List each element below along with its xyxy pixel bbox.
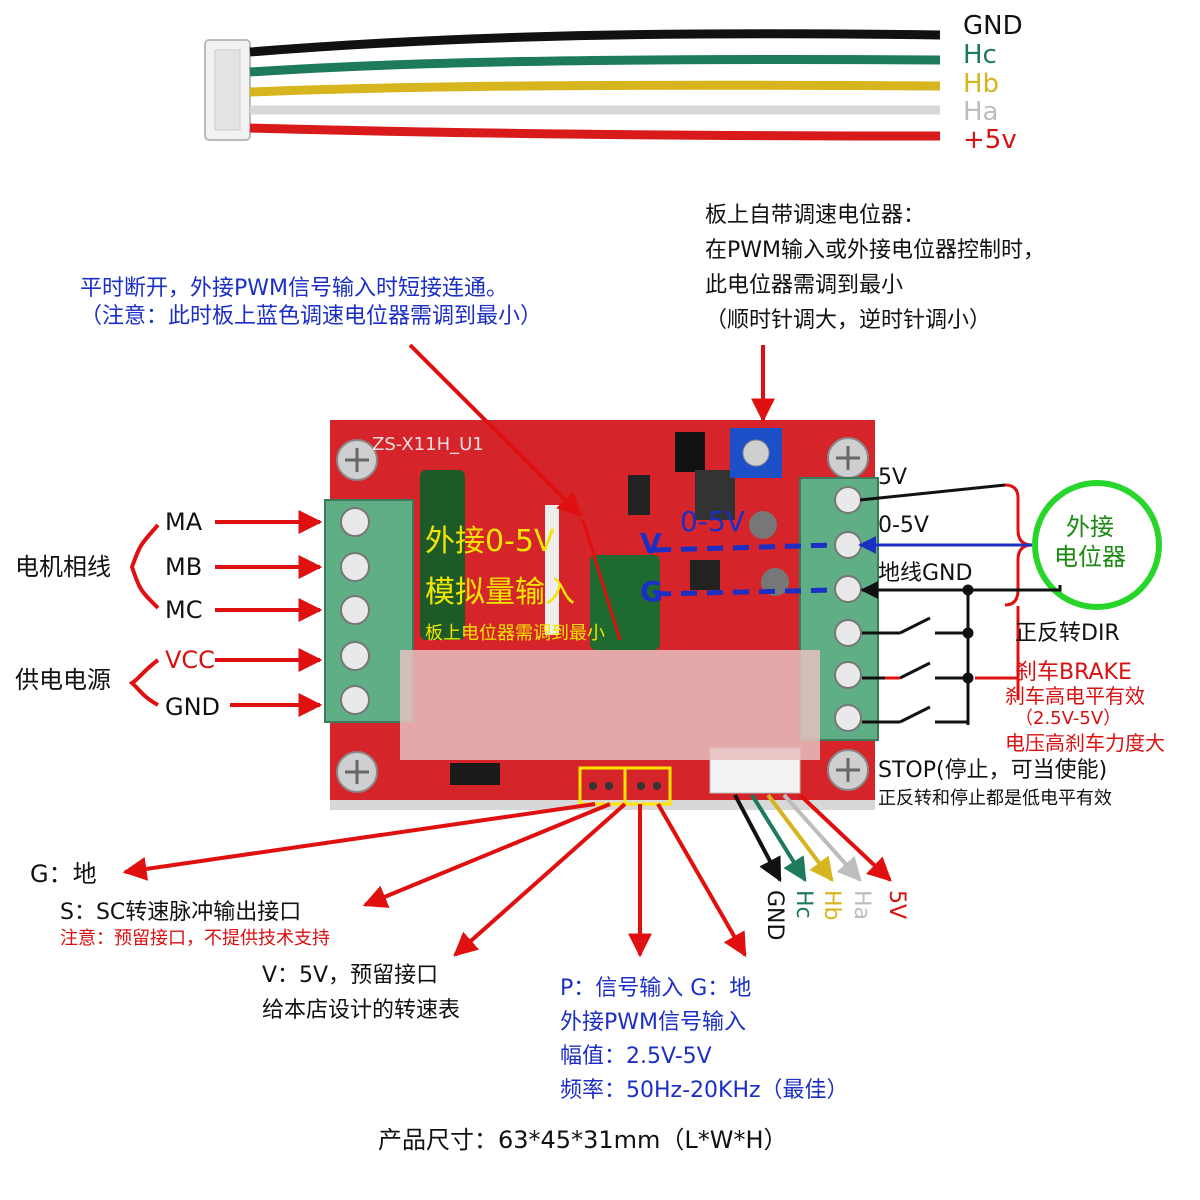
pot-note-line3: 此电位器需调到最小 bbox=[705, 273, 904, 298]
ext-pot-line2: 电位器 bbox=[1054, 543, 1126, 571]
wire-gnd bbox=[249, 29, 941, 57]
ic-chip bbox=[675, 432, 705, 472]
pin-p-line2: 外接PWM信号输入 bbox=[560, 1010, 747, 1035]
label-vcc: VCC bbox=[165, 646, 215, 674]
brake-note-2: （2.5V-5V） bbox=[1015, 708, 1122, 729]
pin-v-line1: V：5V，预留接口 bbox=[262, 963, 439, 988]
wire-hb bbox=[249, 80, 941, 97]
label-5v: 5V bbox=[878, 465, 908, 490]
hall-out-gnd: GND bbox=[762, 890, 787, 941]
overlay-line2: 模拟量输入 bbox=[425, 575, 575, 610]
overlay-range: 0-5V bbox=[680, 505, 745, 538]
label-ma: MA bbox=[165, 508, 203, 536]
pot-note-line2: 在PWM输入或外接电位器控制时， bbox=[705, 238, 1046, 263]
label-stop: STOP(停止，可当使能) bbox=[878, 758, 1108, 783]
label-ground: 地线GND bbox=[878, 561, 973, 586]
blurred-region bbox=[400, 650, 820, 760]
brake-note-3: 电压高刹车力度大 bbox=[1005, 731, 1165, 755]
external-potentiometer bbox=[1032, 480, 1162, 610]
pin-s-label: S：SC转速脉冲输出接口 bbox=[60, 900, 302, 925]
jumper-arrow bbox=[408, 343, 582, 517]
label-dir: 正反转DIR bbox=[1015, 621, 1120, 646]
pin-p-line3: 幅值：2.5V-5V bbox=[560, 1044, 712, 1069]
cable-label-hb: Hb bbox=[963, 69, 1000, 99]
wire-ha bbox=[249, 104, 941, 115]
cable-label-gnd: GND bbox=[963, 11, 1023, 41]
switch-group bbox=[862, 584, 974, 725]
wire-5v bbox=[249, 123, 941, 141]
capacitor bbox=[590, 555, 660, 650]
pot-note-line1: 板上自带调速电位器： bbox=[705, 203, 926, 228]
overlay-line1: 外接0-5V bbox=[425, 524, 555, 559]
pin-p-line1: P：信号输入 G：地 bbox=[560, 976, 752, 1001]
cable-label-5v: +5v bbox=[963, 125, 1017, 155]
product-size: 产品尺寸：63*45*31mm（L*W*H） bbox=[378, 1126, 788, 1154]
pin-v-line2: 给本店设计的转速表 bbox=[262, 998, 461, 1023]
g-dashed-line bbox=[654, 587, 836, 597]
pot-note-line4: （顺时针调大，逆时针调小） bbox=[705, 308, 992, 333]
inductor bbox=[695, 470, 735, 520]
overlay-g: G bbox=[640, 575, 663, 608]
label-0-5v: 0-5V bbox=[878, 513, 929, 538]
cable-label-hc: Hc bbox=[963, 40, 997, 70]
label-mc: MC bbox=[165, 596, 203, 624]
hall-cable bbox=[204, 29, 941, 141]
hall-out-5v: 5V bbox=[884, 890, 909, 920]
hall-out-hb: Hb bbox=[819, 890, 844, 921]
overlay-line3: 板上电位器需调到最小 bbox=[425, 623, 605, 644]
label-power-supply: 供电电源 bbox=[15, 666, 111, 694]
pin-s-note: 注意：预留接口，不提供技术支持 bbox=[60, 928, 330, 949]
label-brake: 刹车BRAKE bbox=[1015, 660, 1132, 685]
hall-out-ha: Ha bbox=[849, 890, 874, 921]
board-title: ZS-X11H_U1 bbox=[372, 434, 484, 455]
label-motor-phase: 电机相线 bbox=[15, 553, 111, 581]
hall-out-hc: Hc bbox=[791, 890, 816, 919]
pin-g-label: G：地 bbox=[30, 860, 97, 888]
jumper-note-line2: （注意：此时板上蓝色调速电位器需调到最小） bbox=[80, 304, 543, 329]
v-dashed-line bbox=[654, 542, 836, 553]
wire-hc bbox=[249, 55, 941, 77]
label-mb: MB bbox=[165, 553, 203, 581]
resistor bbox=[450, 763, 500, 785]
pcb-board bbox=[324, 420, 879, 810]
pin-p-line4: 频率：50Hz-20KHz（最佳） bbox=[560, 1078, 849, 1103]
brake-note-1: 刹车高电平有效 bbox=[1005, 684, 1145, 708]
overlay-v: V bbox=[640, 527, 662, 560]
capacitor bbox=[420, 470, 465, 640]
label-gnd: GND bbox=[165, 693, 221, 721]
label-stop-note: 正反转和停止都是低电平有效 bbox=[878, 788, 1112, 809]
jumper-note-line1: 平时断开，外接PWM信号输入时短接连通。 bbox=[80, 276, 509, 301]
cable-label-ha: Ha bbox=[963, 97, 999, 127]
ext-pot-line1: 外接 bbox=[1066, 513, 1114, 541]
